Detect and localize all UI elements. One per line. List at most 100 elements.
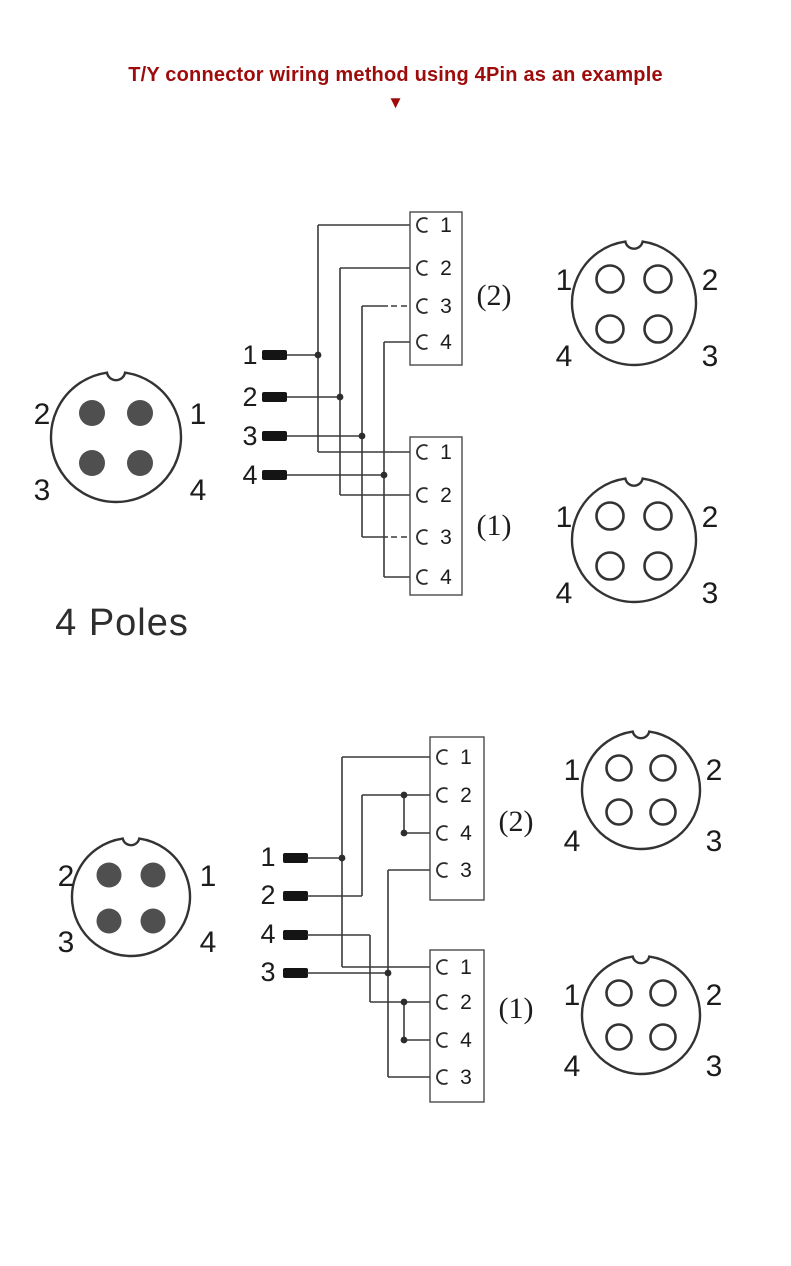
t-terminal-block-2: 1 2 3 4 (2) (409, 211, 511, 366)
pin-contact (79, 450, 105, 476)
pin-number-label: 3 (34, 474, 51, 507)
wire-pin-terminal (283, 930, 308, 940)
socket-contact-icon (436, 862, 448, 878)
wire-pin-terminal (262, 470, 287, 480)
pin-number-label: 4 (564, 825, 581, 858)
socket-hole (643, 501, 673, 531)
pin-contact (96, 908, 122, 934)
socket-contact-icon (436, 825, 448, 841)
y-left-connector: 2 1 3 4 (58, 837, 217, 959)
y-wire-pins: 1 2 4 3 (260, 842, 308, 987)
page-title: T/Y connector wiring method using 4Pin a… (128, 64, 663, 86)
contact-number: 1 (440, 441, 452, 464)
contact-number: 3 (460, 1066, 472, 1089)
contact-number: 3 (460, 859, 472, 882)
t-right-connector-2: 1 2 4 3 (556, 240, 719, 373)
pin-number-label: 1 (200, 860, 217, 893)
pin-number-label: 3 (706, 1050, 723, 1083)
socket-contact-icon (416, 444, 428, 460)
junction-dot (400, 791, 408, 799)
pin-number-label: 2 (34, 398, 51, 431)
socket-hole (643, 551, 673, 581)
socket-hole (595, 314, 625, 344)
pin-number-label: 4 (564, 1050, 581, 1083)
socket-contact-icon (416, 298, 428, 314)
block-tag: (1) (477, 509, 512, 542)
connector-body (49, 371, 183, 504)
junction-dot (400, 829, 408, 837)
pin-contact (96, 862, 122, 888)
wire-pin-label: 1 (260, 842, 275, 872)
terminal-block-outline (409, 211, 463, 366)
contact-number: 2 (460, 784, 472, 807)
contact-number: 4 (440, 566, 452, 589)
junction-dot (336, 393, 344, 401)
socket-contact-icon (436, 994, 448, 1010)
pin-contact (127, 400, 153, 426)
wire-pin-terminal (283, 968, 308, 978)
wire-pin-terminal (262, 392, 287, 402)
pin-number-label: 3 (702, 340, 719, 373)
pin-number-label: 1 (190, 398, 207, 431)
pin-number-label: 1 (564, 979, 581, 1012)
section-t-connector: 2 1 3 4 4 Poles 1 2 3 4 (34, 211, 719, 644)
socket-hole (643, 264, 673, 294)
socket-hole (649, 979, 677, 1007)
wire-pin-label: 3 (242, 421, 257, 451)
wire-pin-terminal (283, 853, 308, 863)
wire-pin-label: 4 (260, 919, 275, 949)
block-tag: (2) (499, 805, 534, 838)
socket-hole (643, 314, 673, 344)
connector-body (70, 837, 192, 958)
pin-number-label: 2 (706, 754, 723, 787)
connector-body (580, 730, 702, 851)
pin-contact (140, 862, 166, 888)
junction-dot (400, 998, 408, 1006)
socket-contact-icon (416, 529, 428, 545)
t-wire-pins: 1 2 3 4 (242, 340, 287, 490)
connector-body (570, 477, 698, 604)
socket-hole (595, 551, 625, 581)
contact-number: 4 (440, 331, 452, 354)
terminal-block-outline (409, 436, 463, 596)
pin-number-label: 2 (706, 979, 723, 1012)
wire-pin-label: 2 (242, 382, 257, 412)
wire-pin-terminal (262, 350, 287, 360)
t-junction-dots (314, 351, 388, 479)
wire-pin-terminal (262, 431, 287, 441)
y-junction-dots (338, 791, 408, 1044)
down-arrow-icon: ▼ (387, 93, 404, 112)
junction-dot (400, 1036, 408, 1044)
contact-number: 4 (460, 1029, 472, 1052)
pin-number-label: 4 (190, 474, 207, 507)
socket-hole (605, 1023, 633, 1051)
pin-number-label: 2 (702, 264, 719, 297)
pin-number-label: 1 (556, 501, 573, 534)
socket-contact-icon (416, 260, 428, 276)
socket-contact-icon (436, 1069, 448, 1085)
socket-contact-icon (416, 487, 428, 503)
t-right-connector-1: 1 2 4 3 (556, 477, 718, 610)
socket-contact-icon (436, 787, 448, 803)
pin-number-label: 3 (58, 926, 75, 959)
contact-number: 2 (460, 991, 472, 1014)
wire-pin-label: 1 (242, 340, 257, 370)
contact-number: 3 (440, 295, 452, 318)
socket-hole (595, 264, 625, 294)
wire-pin-terminal (283, 891, 308, 901)
contact-number: 1 (460, 956, 472, 979)
t-wiring (287, 224, 410, 578)
y-terminal-block-2: 1 2 4 3 (2) (429, 736, 534, 901)
pin-number-label: 4 (200, 926, 217, 959)
pin-number-label: 4 (556, 577, 573, 610)
junction-dot (384, 969, 392, 977)
socket-contact-icon (416, 334, 428, 350)
t-left-connector: 2 1 3 4 (34, 371, 207, 507)
block-tag: (1) (499, 992, 534, 1025)
pin-number-label: 3 (706, 825, 723, 858)
pin-contact (127, 450, 153, 476)
section-y-connector: 2 1 3 4 1 2 4 3 (58, 730, 723, 1103)
junction-dot (338, 854, 346, 862)
